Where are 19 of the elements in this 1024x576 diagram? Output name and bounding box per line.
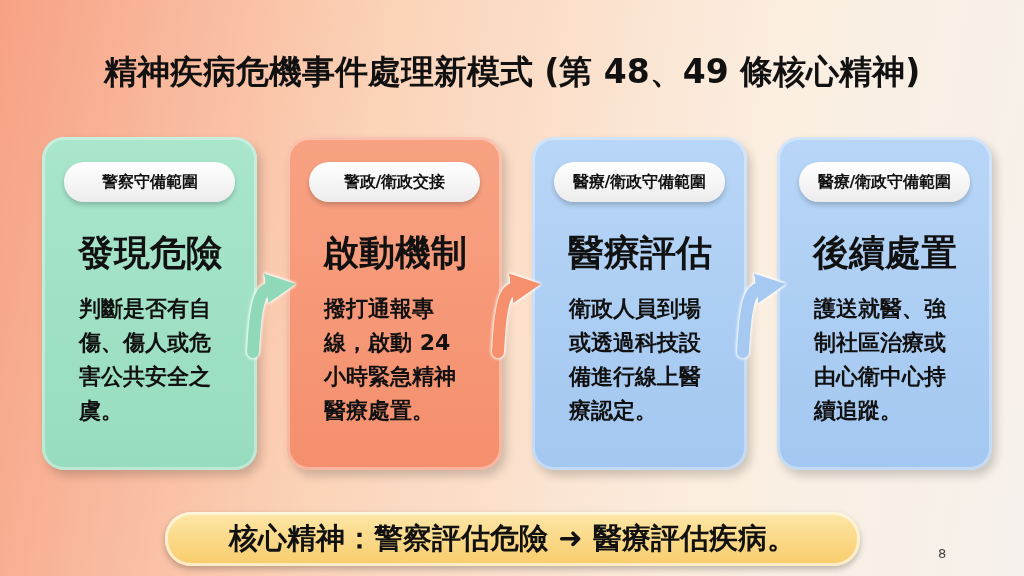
step-description: 衛政人員到場或透過科技設備進行線上醫療認定。 <box>569 295 702 425</box>
step-heading: 後續處置 <box>811 231 958 275</box>
step-card <box>777 137 992 470</box>
step-heading: 啟動機制 <box>321 231 468 275</box>
scope-tag: 醫療/衛政守備範圍 <box>799 162 970 202</box>
summary-banner: 核心精神：警察評估危險 ➜ 醫療評估疾病。 <box>165 512 860 566</box>
step-description: 撥打通報專線，啟動 24 小時緊急精神醫療處置。 <box>324 295 457 425</box>
step-card <box>532 137 747 470</box>
step-heading: 發現危險 <box>76 231 223 275</box>
step-heading: 醫療評估 <box>566 231 713 275</box>
step-card <box>287 137 502 470</box>
step-description: 判斷是否有自傷、傷人或危害公共安全之虞。 <box>79 295 212 425</box>
step-description: 護送就醫、強制社區治療或由心衛中心持續追蹤。 <box>814 295 948 425</box>
step-card <box>42 137 257 470</box>
scope-tag: 警察守備範圍 <box>64 162 235 202</box>
scope-tag: 警政/衛政交接 <box>309 162 480 202</box>
scope-tag: 醫療/衛政守備範圍 <box>554 162 725 202</box>
title: 精神疾病危機事件處理新模式 (第 48、49 條核心精神) <box>102 51 922 93</box>
page-number: 8 <box>938 546 947 561</box>
